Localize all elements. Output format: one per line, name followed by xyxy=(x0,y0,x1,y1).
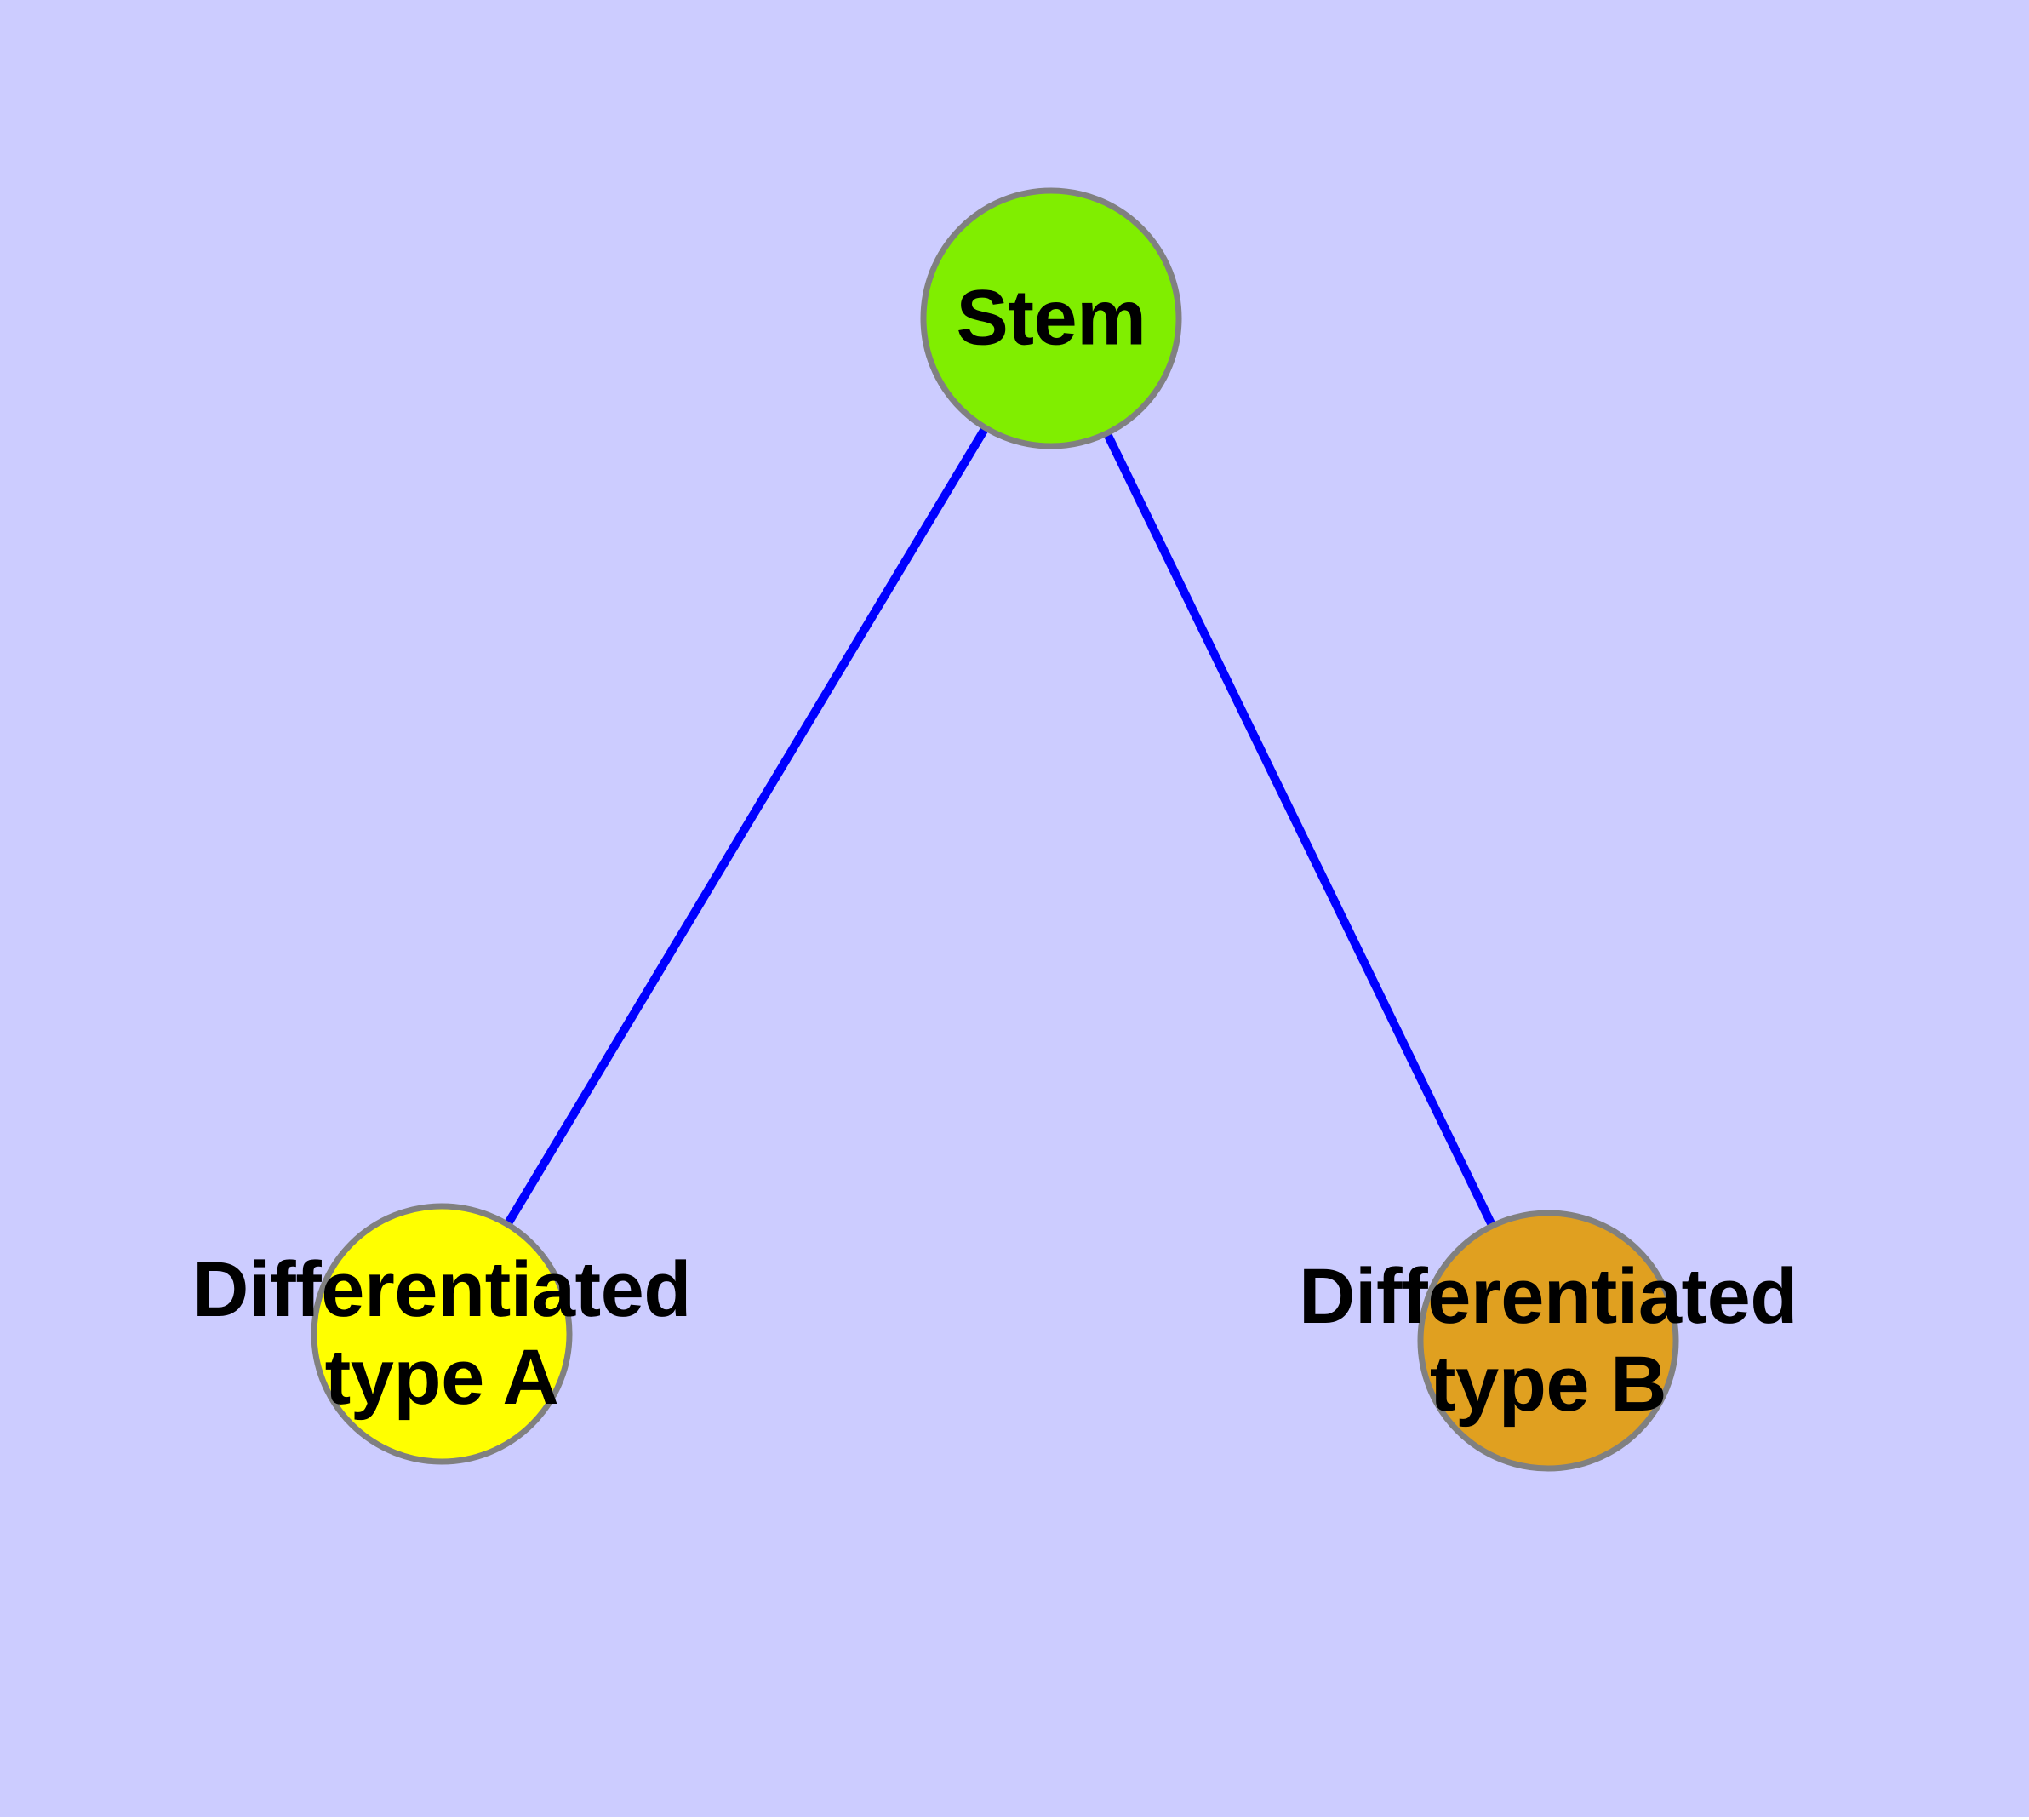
nodes-layer xyxy=(311,187,1679,1472)
edge-stem-to-diff-b xyxy=(1047,316,1552,1343)
node-stem[interactable] xyxy=(920,187,1182,449)
edges-layer xyxy=(437,316,1552,1343)
bottom-edge-strip xyxy=(0,1817,2029,1820)
node-diff-b[interactable] xyxy=(1417,1210,1679,1472)
node-diff-a[interactable] xyxy=(311,1203,573,1465)
edge-stem-to-diff-a xyxy=(437,316,1055,1336)
